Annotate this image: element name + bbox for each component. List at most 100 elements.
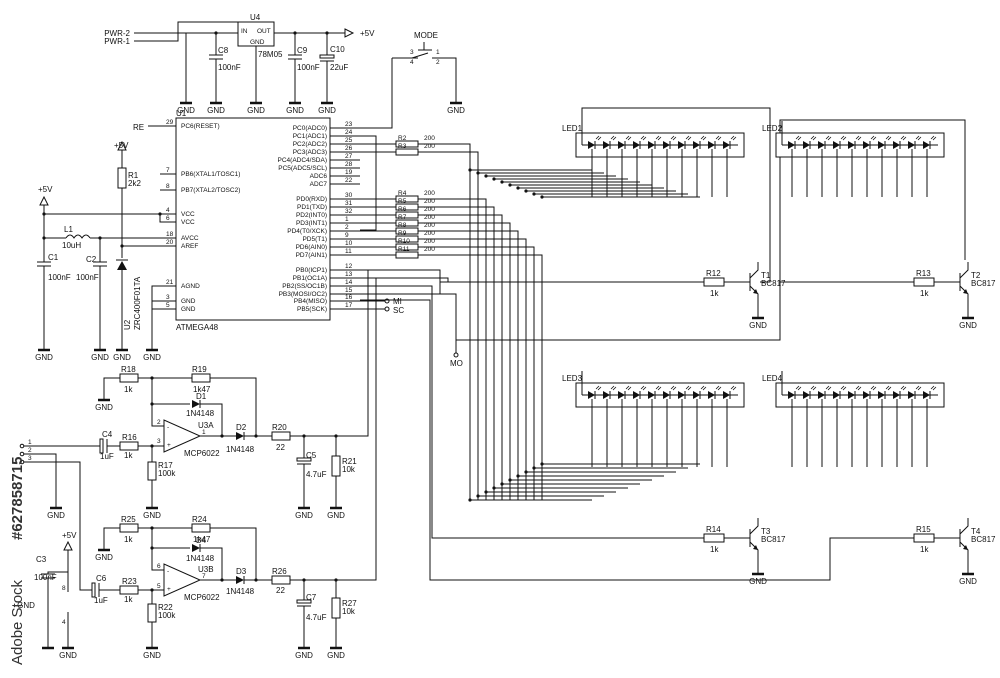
mcu-right-pin-name: PC5(ADC5/SCL)	[278, 165, 327, 172]
series-resistor-val: 200	[424, 206, 435, 213]
u3b-pin5: 5	[157, 583, 161, 590]
series-resistor-val: 200	[424, 143, 435, 150]
sc-label: SC	[393, 306, 404, 315]
mcu-left-pin-name: AREF	[181, 243, 198, 250]
series-resistor-val: 200	[424, 214, 435, 221]
base-resistor-ref: R12	[706, 269, 721, 278]
c3-ref: C3	[36, 555, 47, 564]
series-resistor-ref: R8	[398, 222, 407, 229]
mcu-right-pin-num: 15	[345, 287, 353, 294]
d1-val: 1N4148	[186, 409, 215, 418]
d4-val: 1N4148	[186, 554, 215, 563]
series-resistor-ref: R11	[398, 246, 410, 253]
power-section: PWR-2 PWR-1 U4 IN OUT GND 78M05 +5V C8 1…	[104, 13, 375, 115]
stock-id: #627858715	[9, 457, 26, 540]
transistor-gnd: GND	[959, 321, 977, 330]
u3a-pin2: 2	[157, 419, 161, 426]
mcu-right-pin-name: PB1(OC1A)	[293, 275, 327, 282]
c3-val: 100nF	[34, 573, 57, 582]
gnd-2: GND	[207, 106, 225, 115]
vcc-left: +5V	[38, 185, 53, 194]
mcu-right-pin-name: PD0(RXD)	[296, 196, 327, 203]
gnd-mcu: GND	[143, 353, 161, 362]
svg-text:-: -	[167, 424, 169, 431]
mcu-right-pin-num: 13	[345, 271, 353, 278]
c5-ref: C5	[306, 451, 317, 460]
c10-val: 22uF	[330, 63, 348, 72]
r27-ref: R27	[342, 599, 357, 608]
mcu-left-pin-name: PB6(XTAL1/TOSC1)	[181, 171, 240, 178]
r19-ref: R19	[192, 365, 207, 374]
mcu-left-pin-num: 3	[166, 294, 170, 301]
gnd-r17: GND	[143, 511, 161, 520]
u2-part: ZRC400F01TA	[133, 276, 142, 330]
r1-val: 2k2	[128, 179, 141, 188]
mcu-left-pin-num: 4	[166, 207, 170, 214]
r1-body	[117, 167, 127, 189]
mcu-right-pin-name: PC1(ADC1)	[293, 133, 327, 140]
mcu-right-pin-name: PD1(TXD)	[297, 204, 327, 211]
mcu-ref: U1	[176, 109, 187, 118]
r22-ref: R22	[158, 603, 173, 612]
u3b-ref: U3B	[198, 565, 214, 574]
c8-ref: C8	[218, 46, 229, 55]
mcu-left-pin-num: 5	[166, 302, 170, 309]
mcu-right-pin-name: PD2(INT0)	[296, 212, 327, 219]
input-connector: 1 2 3 GND	[19, 439, 65, 520]
d2-ref: D2	[236, 423, 247, 432]
gnd-r22: GND	[143, 651, 161, 660]
r18-ref: R18	[121, 365, 136, 374]
gnd-u2: GND	[113, 353, 131, 362]
series-resistor-ref: R5	[398, 198, 407, 205]
transistor-ref: T3	[761, 527, 771, 536]
mcu-right-pin-num: 9	[345, 232, 349, 239]
d1-ref: D1	[196, 392, 207, 401]
c8-val: 100nF	[218, 63, 241, 72]
led-label: LED2	[762, 124, 783, 133]
mcu-right-pin-name: PB5(SCK)	[297, 306, 327, 313]
mcu-left-pin-name: AGND	[181, 283, 200, 290]
mcu-left-pin-name: PB7(XTAL2/TOSC2)	[181, 187, 240, 194]
mcu-right-pin-num: 27	[345, 153, 353, 160]
series-resistor-ref: R10	[398, 238, 410, 245]
gnd-mode: GND	[447, 106, 465, 115]
mcu-right-pin-num: 16	[345, 294, 353, 301]
base-resistor-ref: R13	[916, 269, 931, 278]
series-resistor-val: 200	[424, 135, 435, 142]
svg-text:-: -	[167, 568, 169, 575]
u3b-pin6: 6	[157, 563, 161, 570]
series-resistor-ref: R9	[398, 230, 407, 237]
c7-val: 4.7uF	[306, 613, 327, 622]
r23-val: 1k	[124, 595, 133, 604]
analog-channel-a: R18 1k R19 1k47 D1 1N4148 -+ 2 3 1 U3A M…	[36, 269, 369, 520]
r23-ref: R23	[122, 577, 137, 586]
series-resistor-ref: R6	[398, 206, 407, 213]
opamp-u3b	[163, 563, 202, 597]
c2-ref: C2	[86, 255, 97, 264]
pwr1-label: PWR-1	[104, 37, 130, 46]
base-resistor-ref: R14	[706, 525, 721, 534]
transistor-part: BC817	[761, 279, 786, 288]
r25-val: 1k	[124, 535, 133, 544]
r26-ref: R26	[272, 567, 287, 576]
r27-val: 10k	[342, 607, 356, 616]
mcu-right-pin-num: 22	[345, 177, 353, 184]
mcu-right-pin-num: 32	[345, 208, 353, 215]
mcu-right-pin-name: PD6(AIN0)	[296, 244, 327, 251]
u3b-pin7: 7	[202, 573, 206, 580]
mcu-left-pin-name: GND	[181, 306, 196, 313]
r24-ref: R24	[192, 515, 207, 524]
mcu-right-pin-name: PD4(T0/XCK)	[287, 228, 327, 235]
r20-val: 22	[276, 443, 285, 452]
mcu-right-pin-num: 26	[345, 145, 353, 152]
c2-val: 100nF	[76, 273, 99, 282]
gnd-c2: GND	[91, 353, 109, 362]
r1-ref: R1	[128, 171, 139, 180]
d3-val: 1N4148	[226, 587, 255, 596]
series-resistor-ref: R7	[398, 214, 407, 221]
